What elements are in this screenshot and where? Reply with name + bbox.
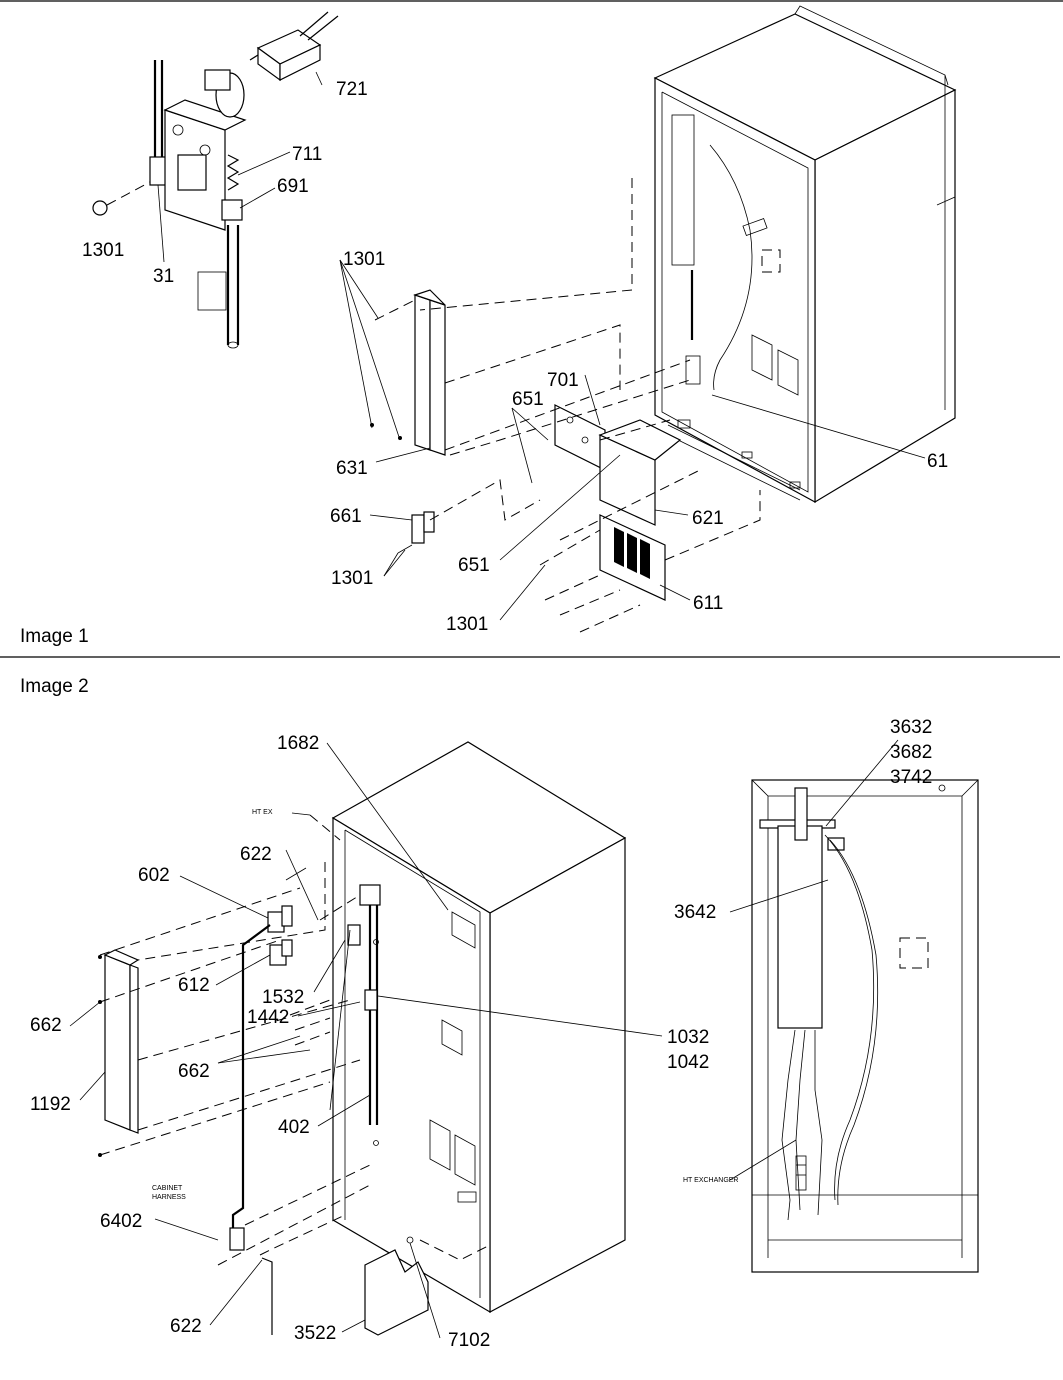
label-1301-panel: 1301 <box>343 249 385 270</box>
grille-611 <box>599 514 666 601</box>
label-651-bottom: 651 <box>458 555 490 576</box>
label-721: 721 <box>336 79 368 100</box>
label-ht-ex: HT EX <box>252 809 273 816</box>
label-7102: 7102 <box>448 1330 490 1351</box>
image2-drawing: HT EX CABINET HARNESS HT EXCHANGER 1682 … <box>30 717 979 1351</box>
rear-panel-631 <box>370 289 446 456</box>
label-3642: 3642 <box>674 902 716 923</box>
bracket-621 <box>554 404 682 526</box>
label-3632: 3632 <box>890 717 932 738</box>
label-harness: HARNESS <box>152 1194 186 1201</box>
label-662-screws: 662 <box>178 1061 210 1082</box>
label-61: 61 <box>927 451 948 472</box>
label-612: 612 <box>178 975 210 996</box>
image1-drawing: 721 711 691 1301 31 1301 631 701 651 61 … <box>82 5 957 635</box>
label-661: 661 <box>330 506 362 527</box>
label-1032: 1032 <box>667 1027 709 1048</box>
part-661 <box>397 511 435 554</box>
label-31: 31 <box>153 266 174 287</box>
cabinet-back-view <box>729 739 979 1273</box>
label-3682: 3682 <box>890 742 932 763</box>
label-662-panel: 662 <box>30 1015 62 1036</box>
label-602: 602 <box>138 865 170 886</box>
label-622-bottom: 622 <box>170 1316 202 1337</box>
label-1532: 1532 <box>262 987 304 1008</box>
label-621: 621 <box>692 508 724 529</box>
refrigerator-cabinet-rear <box>653 5 957 504</box>
caption-image-2: Image 2 <box>20 676 89 697</box>
caption-image-1: Image 1 <box>20 626 89 647</box>
label-cabinet: CABINET <box>152 1185 183 1192</box>
label-691: 691 <box>277 176 309 197</box>
cover-panel-1192 <box>98 949 140 1157</box>
label-1442: 1442 <box>247 1007 289 1028</box>
image1-leader-lines <box>157 71 926 621</box>
label-1682: 1682 <box>277 733 319 754</box>
label-6402: 6402 <box>100 1211 142 1232</box>
label-651-top: 651 <box>512 389 544 410</box>
label-402: 402 <box>278 1117 310 1138</box>
label-1301-valve: 1301 <box>82 240 124 261</box>
label-3522: 3522 <box>294 1323 336 1344</box>
water-valve-assembly <box>92 11 339 349</box>
label-1042: 1042 <box>667 1052 709 1073</box>
label-622-top: 622 <box>240 844 272 865</box>
label-631: 631 <box>336 458 368 479</box>
image2-leader-lines <box>69 742 663 1339</box>
label-1301-grille: 1301 <box>446 614 488 635</box>
label-3742: 3742 <box>890 767 932 788</box>
label-1301-bracket: 1301 <box>331 568 373 589</box>
label-611: 611 <box>693 593 723 614</box>
label-701: 701 <box>547 370 579 391</box>
label-1192: 1192 <box>30 1094 71 1115</box>
cabinet-rear-view <box>331 741 627 1314</box>
cabinet-harness <box>229 905 361 1335</box>
label-ht-exchanger: HT EXCHANGER <box>683 1177 739 1184</box>
label-711: 711 <box>292 144 322 165</box>
